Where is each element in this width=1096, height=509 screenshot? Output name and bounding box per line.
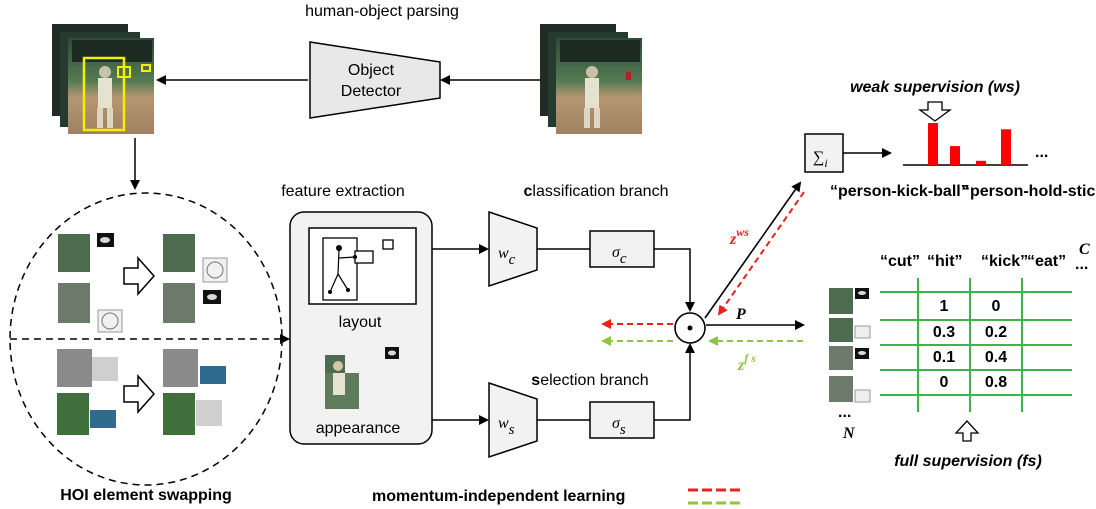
sum-symbol: ∑i <box>813 149 828 170</box>
weak-down-arrow-icon <box>918 101 952 122</box>
weak-label-kick: “person-kick-ball” <box>830 183 969 200</box>
thumb-human <box>58 234 90 272</box>
ball-bbox <box>141 64 151 72</box>
header-hit: “hit” <box>927 253 963 270</box>
cell-r4-kick: 0.8 <box>985 374 1007 391</box>
full-thumbnails <box>829 288 871 403</box>
detector-label-line1: Object <box>348 62 395 79</box>
n-label: N <box>842 425 856 442</box>
full-supervision-cells: 1 0 0.3 0.2 0.1 0.4 0 0.8 <box>933 298 1007 391</box>
swap-arrow-icon <box>123 256 156 296</box>
arrow-classification-to-odot <box>654 248 695 312</box>
swapping-title: HOI element swapping <box>60 487 232 504</box>
c-ellipsis: ... <box>1075 256 1088 273</box>
weak-label-hold: “person-hold-stick” <box>962 183 1096 200</box>
appearance-thumbnails <box>325 347 399 409</box>
detector-label-line2: Detector <box>341 83 402 100</box>
full-supervision-grid <box>880 278 1072 412</box>
swapping-circle <box>9 192 283 486</box>
weak-bar-chart <box>903 123 1028 166</box>
weak-supervision-title: weak supervision (ws) <box>850 79 1020 96</box>
ws-label: ws <box>498 415 515 438</box>
classification-encoder-block <box>488 210 538 288</box>
layout-label: layout <box>339 314 382 331</box>
cell-r2-kick: 0.2 <box>985 324 1007 341</box>
weak-bar <box>976 160 986 165</box>
legend-text: momentum-independent learning <box>372 488 625 505</box>
sigma-c-label: σc <box>612 244 627 267</box>
sigma-s-label: σs <box>612 415 626 438</box>
zws-gradient-arrow <box>717 191 805 316</box>
classification-title: classification branch <box>524 183 669 200</box>
odot-dot <box>687 325 693 331</box>
detected-image-stack <box>52 24 154 134</box>
arrow-odot-to-sum <box>704 181 802 319</box>
cell-r4-hit: 0 <box>940 374 949 391</box>
selection-encoder-block <box>488 381 538 459</box>
human-bbox <box>82 56 126 132</box>
n-ellipsis: ... <box>838 404 851 421</box>
feature-extraction-title: feature extraction <box>281 183 405 200</box>
header-cut: “cut” <box>880 253 920 270</box>
wc-label: wc <box>498 245 516 268</box>
header-eat: “eat” <box>1027 253 1066 270</box>
weak-bar <box>950 146 960 165</box>
cell-r2-hit: 0.3 <box>933 324 955 341</box>
zfs-label: zf s <box>737 351 756 374</box>
layout-panel <box>308 227 417 305</box>
input-image-stack <box>540 24 642 134</box>
weak-ellipsis: ... <box>1035 144 1048 161</box>
swap-arrow-icon <box>123 374 156 414</box>
arrow-selection-to-odot <box>654 343 695 421</box>
cell-r3-hit: 0.1 <box>933 349 955 366</box>
classification-sigma-box <box>589 230 655 268</box>
full-supervision-title: full supervision (fs) <box>894 453 1042 470</box>
parsing-title: human-object parsing <box>305 3 459 20</box>
cell-r1-kick: 0 <box>992 298 1001 315</box>
object-bbox <box>117 66 131 78</box>
c-label: C <box>1079 241 1090 258</box>
zws-label: zws <box>729 225 749 248</box>
full-supervision-headers: “cut” “hit” “kick” “eat” C ... <box>880 241 1090 273</box>
object-detector-block: Object Detector <box>309 41 441 119</box>
selection-sigma-box <box>589 401 655 439</box>
selection-title: selection branch <box>531 372 648 389</box>
appearance-label: appearance <box>316 420 401 437</box>
weak-bar <box>1001 129 1011 165</box>
cell-r1-hit: 1 <box>940 298 949 315</box>
cell-r3-kick: 0.4 <box>985 349 1007 366</box>
full-up-arrow-icon <box>954 420 980 442</box>
p-label: P <box>735 306 746 323</box>
header-kick: “kick” <box>981 253 1028 270</box>
weak-bar <box>928 123 938 165</box>
